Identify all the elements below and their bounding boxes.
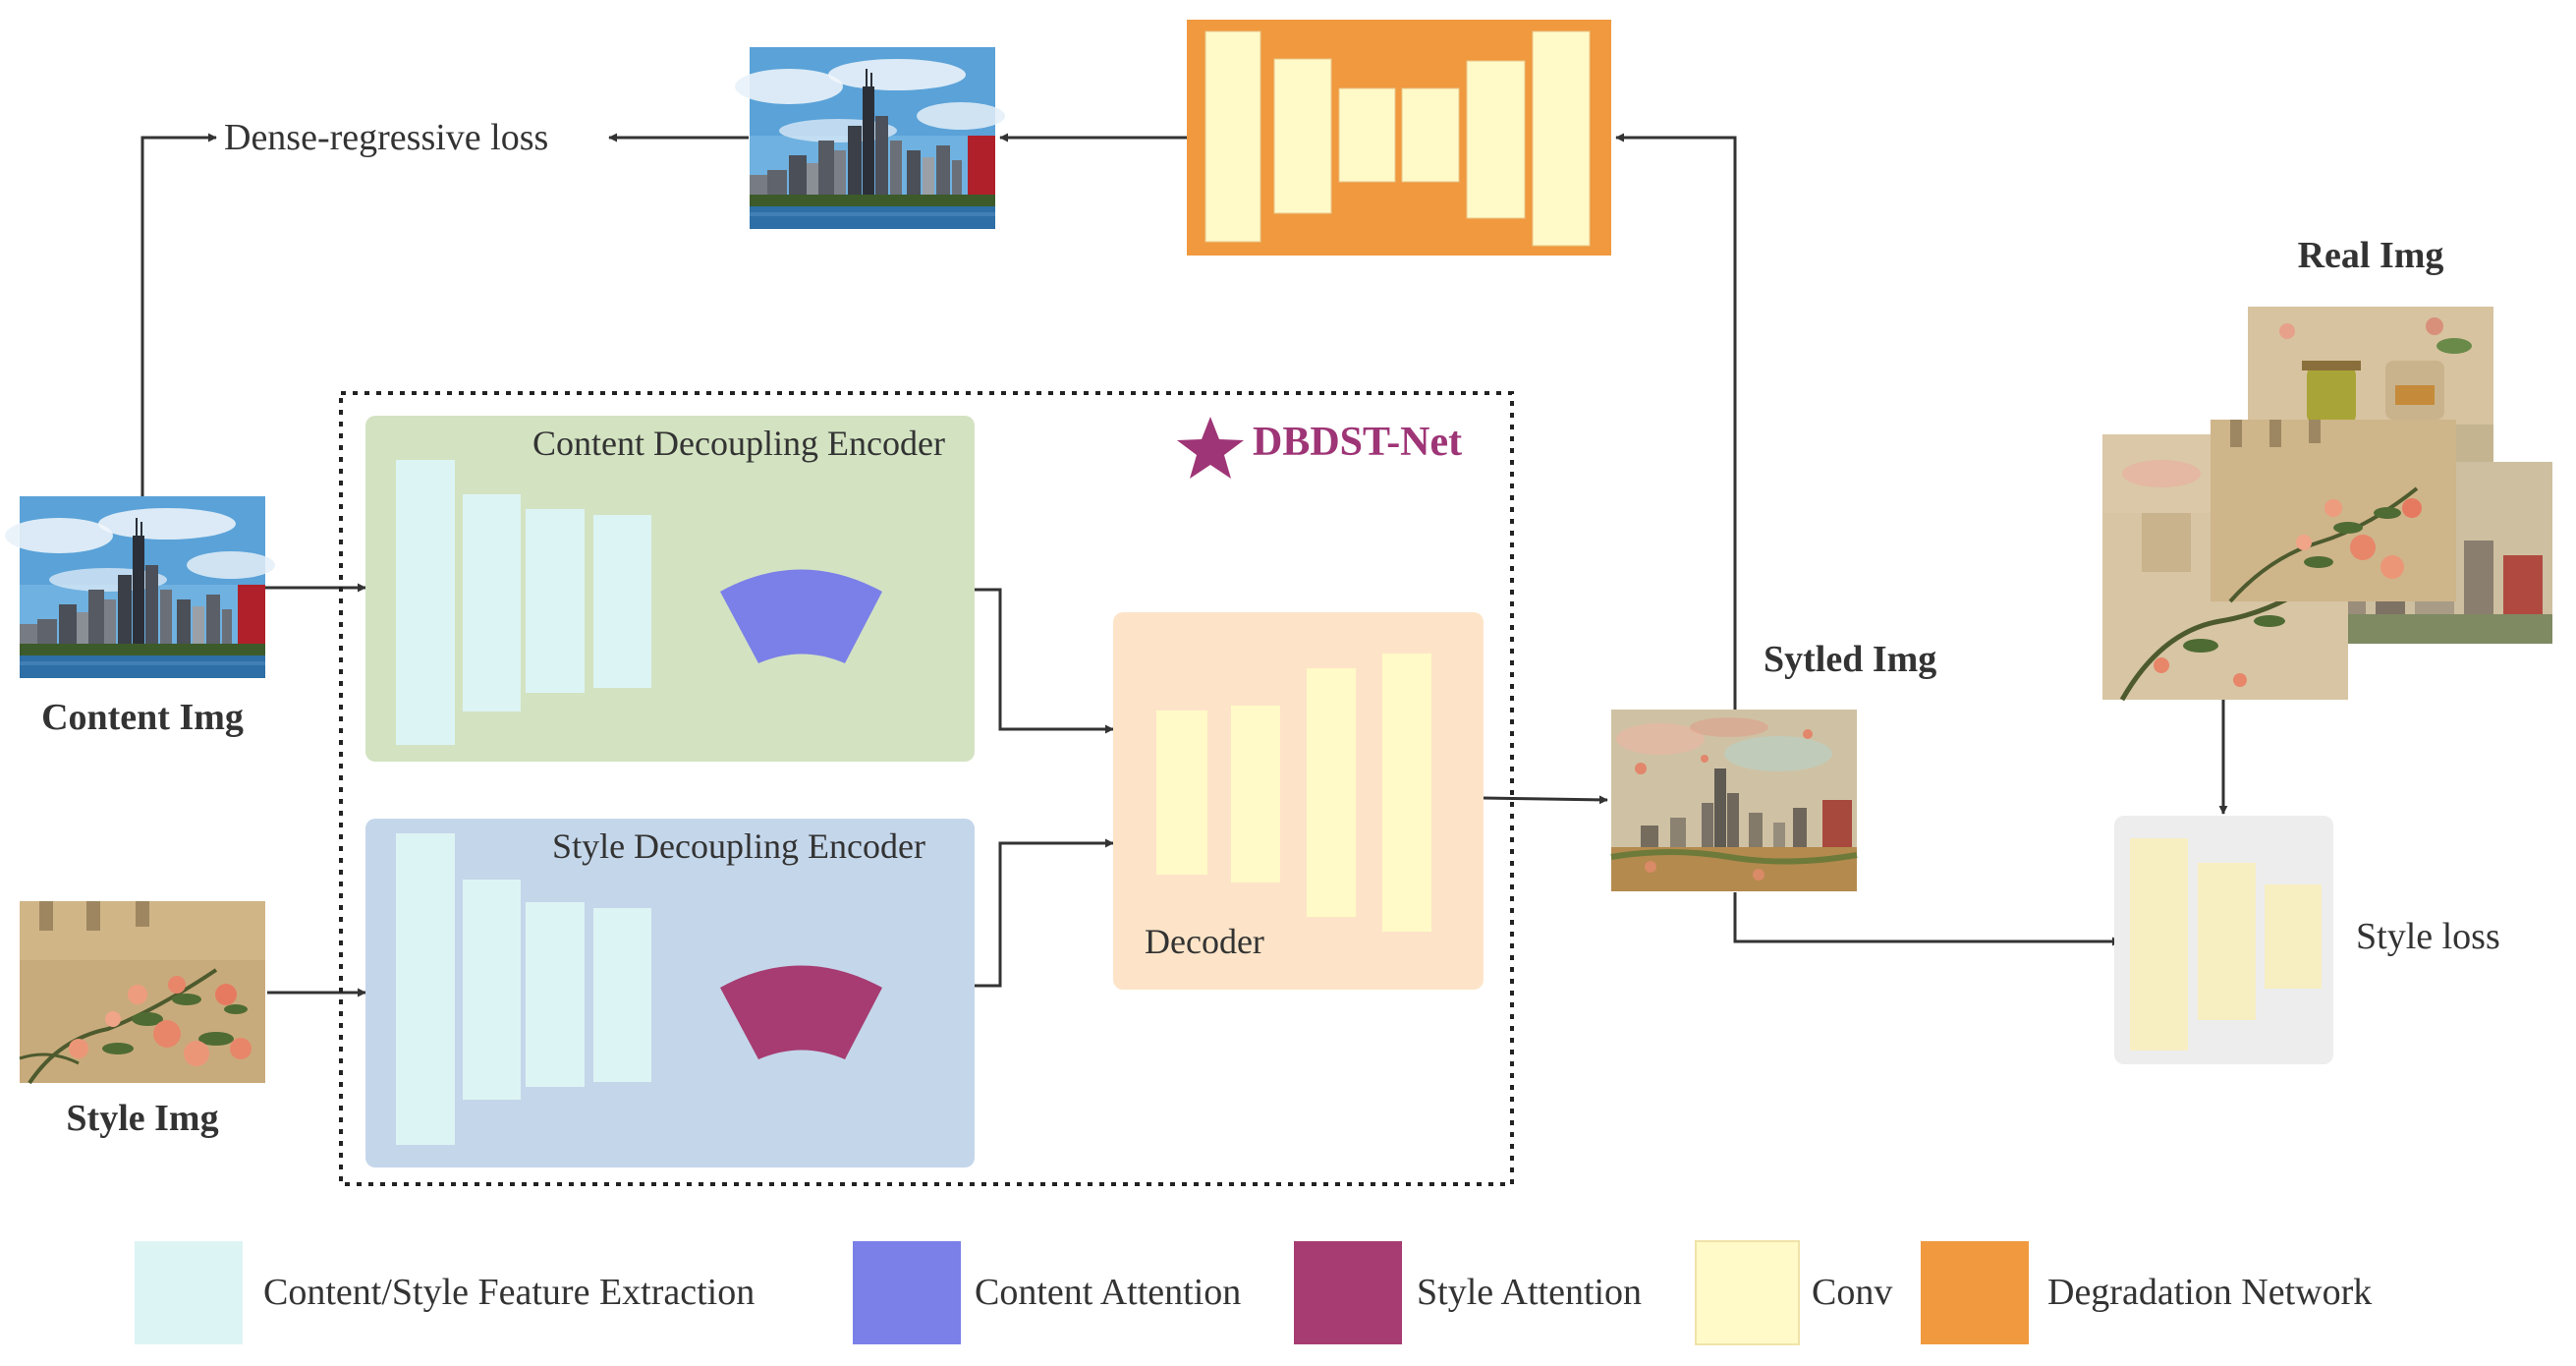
style-image (18, 899, 267, 1085)
legend-swatch-feature-extraction (135, 1241, 243, 1344)
decoder-conv-block (1307, 668, 1356, 917)
feature-block (526, 509, 585, 693)
legend: Content/Style Feature Extraction Content… (135, 1240, 2372, 1345)
decoder-conv-block (1382, 654, 1431, 932)
feature-block (396, 460, 455, 745)
style-img-label: Style Img (66, 1098, 218, 1139)
content-attention-block (720, 569, 882, 663)
legend-swatch-degradation-network (1921, 1241, 2029, 1344)
real-img-label: Real Img (2298, 235, 2444, 276)
style-loss-label: Style loss (2356, 916, 2500, 957)
legend-swatch-conv (1695, 1240, 1800, 1345)
legend-swatch-content-attention (853, 1241, 961, 1344)
dbdst-net-title: DBDST-Net (1177, 417, 1462, 479)
feature-block (593, 515, 651, 688)
real-images-collage (2102, 307, 2552, 700)
styled-img-label: Sytled Img (1764, 639, 1936, 680)
degradation-conv-block (1273, 58, 1332, 214)
feature-block (396, 833, 455, 1145)
style-loss-conv-block (2265, 884, 2322, 989)
feature-block (463, 494, 521, 711)
content-to-loss-arrow (140, 133, 217, 496)
restored-content-image (735, 47, 1005, 229)
feature-block (463, 880, 521, 1100)
style-loss-network (2114, 816, 2333, 1064)
degradation-conv-block (1338, 87, 1396, 183)
decoder: Decoder (1113, 612, 1484, 990)
decoder-conv-block (1156, 711, 1207, 875)
feature-block (526, 902, 585, 1087)
content-encoder-label: Content Decoupling Encoder (532, 424, 945, 463)
legend-label-feature-extraction: Content/Style Feature Extraction (263, 1272, 755, 1313)
feature-block (593, 908, 651, 1082)
content-decoupling-encoder: Content Decoupling Encoder (365, 416, 975, 762)
legend-label-conv: Conv (1812, 1272, 1892, 1313)
styled-to-degradation-arrow (1615, 133, 1737, 710)
degradation-network (1187, 20, 1611, 256)
star-icon (1177, 417, 1244, 479)
degradation-conv-block (1532, 30, 1591, 247)
style-loss-conv-block (2130, 838, 2188, 1051)
decoder-label: Decoder (1145, 922, 1264, 961)
style-attention-block (720, 965, 882, 1059)
connectors (140, 133, 2228, 1000)
legend-label-style-attention: Style Attention (1417, 1272, 1642, 1313)
decoder-to-styled-arrow (1483, 795, 1608, 805)
svg-text:DBDST-Net: DBDST-Net (1253, 420, 1462, 465)
degradation-conv-block (1401, 87, 1460, 183)
style-encoder-label: Style Decoupling Encoder (552, 826, 925, 866)
style-decoupling-encoder: Style Decoupling Encoder (365, 819, 975, 1167)
styled-image (1611, 710, 1857, 891)
styled-to-styleloss-arrow (1733, 892, 2121, 946)
legend-label-degradation-network: Degradation Network (2047, 1272, 2372, 1313)
degradation-conv-block (1204, 30, 1261, 243)
decoder-conv-block (1231, 706, 1280, 882)
degradation-conv-block (1466, 60, 1526, 219)
legend-swatch-style-attention (1294, 1241, 1402, 1344)
dense-loss-label: Dense-regressive loss (224, 117, 548, 158)
content-img-label: Content Img (41, 697, 244, 738)
content-image (5, 496, 275, 678)
style-loss-conv-block (2198, 863, 2256, 1020)
real-image (2209, 418, 2458, 603)
dbdst-net-frame (339, 391, 1514, 1186)
legend-label-content-attention: Content Attention (975, 1272, 1241, 1313)
